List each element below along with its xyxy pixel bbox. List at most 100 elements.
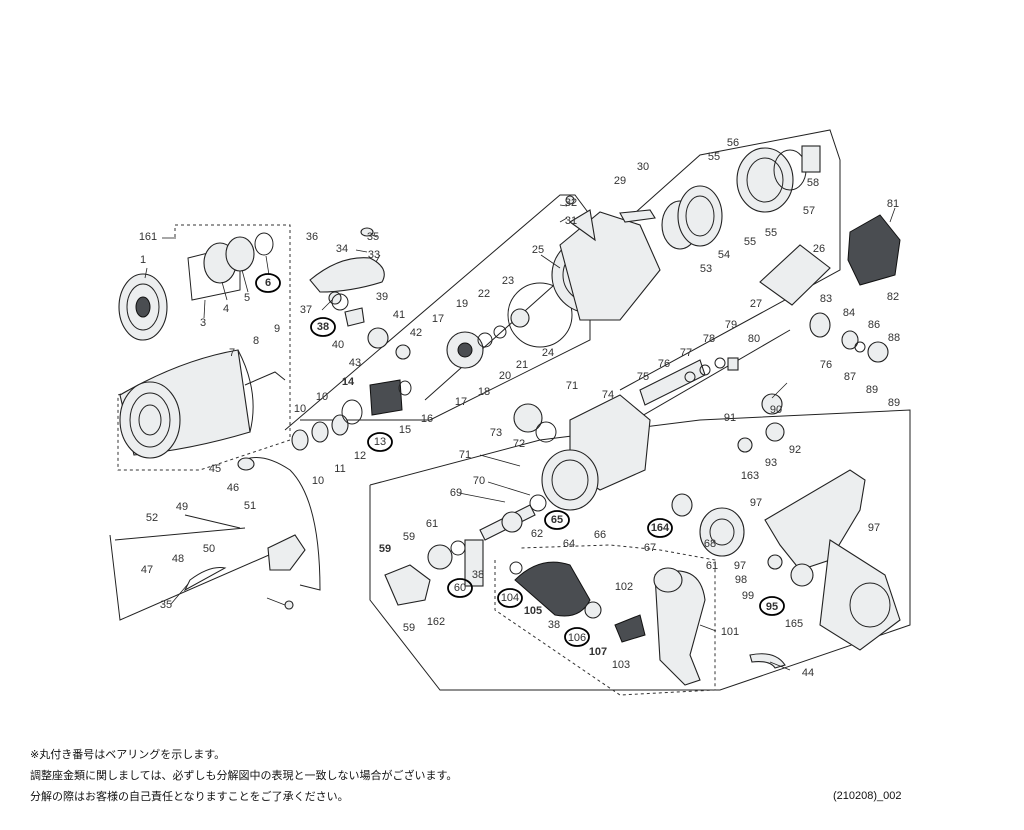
rotor-assembly (309, 145, 821, 369)
bearing-markers (255, 273, 785, 647)
part-number-3: 3 (200, 317, 206, 329)
part-number-30: 30 (637, 161, 649, 173)
part-number-42: 42 (410, 327, 422, 339)
part-number-95: 95 (766, 601, 778, 613)
part-number-10: 10 (312, 475, 324, 487)
part-number-87: 87 (844, 371, 856, 383)
part-number-39: 39 (376, 291, 388, 303)
part-number-7: 7 (229, 347, 235, 359)
part-number-99: 99 (742, 590, 754, 602)
part-number-26: 26 (813, 243, 825, 255)
note-washer: 調整座金類に関しましては、必ずしも分解図中の表現と一致しない場合がございます。 (30, 769, 458, 782)
part-number-38: 38 (548, 619, 560, 631)
part-number-24: 24 (542, 347, 554, 359)
part-number-76: 76 (820, 359, 832, 371)
part-number-89: 89 (866, 384, 878, 396)
part-number-20: 20 (499, 370, 511, 382)
part-number-31: 31 (565, 215, 577, 227)
part-number-97: 97 (734, 560, 746, 572)
part-number-58: 58 (807, 177, 819, 189)
part-number-21: 21 (516, 359, 528, 371)
part-number-89: 89 (888, 397, 900, 409)
part-number-51: 51 (244, 500, 256, 512)
part-number-59: 59 (403, 622, 415, 634)
part-number-14: 14 (342, 376, 355, 388)
part-number-11: 11 (334, 463, 345, 475)
part-number-162: 162 (427, 616, 445, 628)
part-number-67: 67 (644, 542, 656, 554)
part-number-17: 17 (455, 396, 467, 408)
part-number-165: 165 (785, 618, 803, 630)
part-number-82: 82 (887, 291, 899, 303)
part-number-107: 107 (589, 646, 607, 658)
part-number-61: 61 (706, 560, 718, 572)
part-number-90: 90 (770, 404, 782, 416)
part-number-55: 55 (708, 151, 720, 163)
part-number-97: 97 (868, 522, 880, 534)
part-number-61: 61 (426, 518, 438, 530)
part-number-164: 164 (651, 522, 670, 534)
part-number-103: 103 (612, 659, 630, 671)
part-number-78: 78 (703, 333, 715, 345)
part-number-55: 55 (765, 227, 777, 239)
part-number-74: 74 (602, 389, 614, 401)
part-number-66: 66 (594, 529, 606, 541)
part-number-37: 37 (300, 304, 312, 316)
part-number-98: 98 (735, 574, 747, 586)
part-number-48: 48 (172, 553, 184, 565)
part-number-10: 10 (316, 391, 328, 403)
part-number-64: 64 (563, 538, 575, 550)
part-number-labels: 1611345678910101110121314151636343533373… (139, 137, 900, 679)
part-number-8: 8 (253, 335, 259, 347)
part-number-84: 84 (843, 307, 855, 319)
note-disassembly: 分解の際はお客様の自己責任となりますことをご了承ください。 (30, 790, 349, 803)
part-number-91: 91 (724, 412, 736, 424)
part-number-9: 9 (274, 323, 280, 335)
part-number-44: 44 (802, 667, 814, 679)
part-number-163: 163 (741, 470, 759, 482)
part-number-6: 6 (265, 277, 271, 289)
part-number-38: 38 (317, 321, 329, 333)
part-number-71: 71 (459, 449, 471, 461)
part-number-25: 25 (532, 244, 544, 256)
part-number-71: 71 (566, 380, 578, 392)
part-number-53: 53 (700, 263, 712, 275)
part-number-69: 69 (450, 487, 462, 499)
part-number-33: 33 (368, 249, 380, 261)
part-number-49: 49 (176, 501, 188, 513)
part-number-59: 59 (403, 531, 415, 543)
part-number-161: 161 (139, 231, 157, 243)
part-number-50: 50 (203, 543, 215, 555)
part-number-75: 75 (637, 371, 649, 383)
part-number-40: 40 (332, 339, 344, 351)
part-number-81: 81 (887, 198, 899, 210)
part-number-83: 83 (820, 293, 832, 305)
part-number-80: 80 (748, 333, 760, 345)
part-number-97: 97 (750, 497, 762, 509)
part-number-1: 1 (140, 254, 146, 266)
part-number-22: 22 (478, 288, 490, 300)
part-number-101: 101 (721, 626, 739, 638)
part-number-43: 43 (349, 357, 361, 369)
part-number-5: 5 (244, 292, 250, 304)
part-number-13: 13 (374, 436, 386, 448)
part-number-34: 34 (336, 243, 348, 255)
part-number-19: 19 (456, 298, 468, 310)
part-number-105: 105 (524, 605, 542, 617)
part-number-4: 4 (223, 303, 229, 315)
part-number-60: 60 (454, 582, 466, 594)
leader-lines (144, 204, 896, 671)
part-number-76: 76 (658, 358, 670, 370)
part-number-32: 32 (565, 197, 577, 209)
part-number-12: 12 (354, 450, 366, 462)
part-number-68: 68 (704, 538, 716, 550)
note-bearing: ※丸付き番号はベアリングを示します。 (30, 748, 226, 761)
part-number-102: 102 (615, 581, 633, 593)
part-number-27: 27 (750, 298, 762, 310)
part-number-55: 55 (744, 236, 756, 248)
part-number-45: 45 (209, 463, 221, 475)
part-number-62: 62 (531, 528, 543, 540)
part-number-35: 35 (367, 231, 379, 243)
part-number-104: 104 (501, 592, 519, 604)
